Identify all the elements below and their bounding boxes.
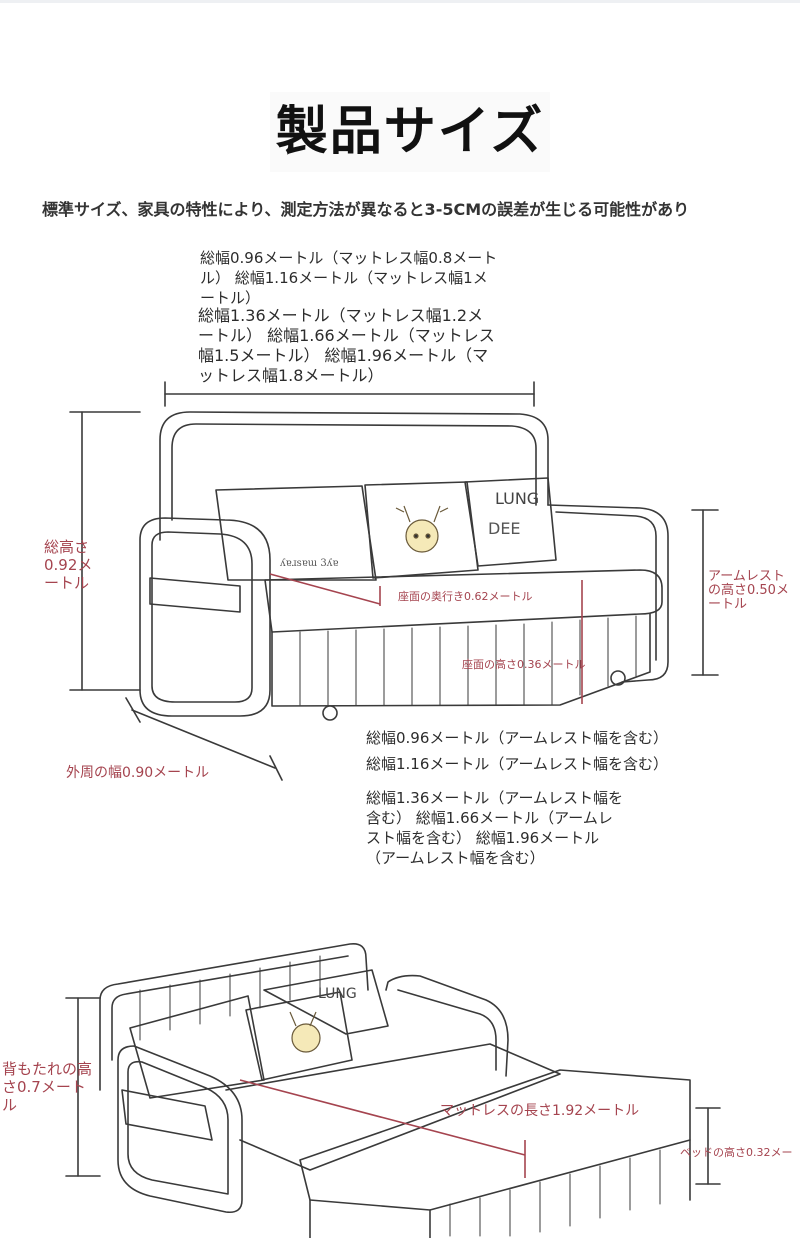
seat-depth-label: 座面の奥行き0.62メートル [398,590,533,603]
bed-height-label: ベッドの高さ0.32メー [680,1146,793,1159]
pillow2-lung-text: LUNG [318,986,357,1002]
mattress-length-label: マットレスの長さ1.92メートル [440,1103,640,1119]
mattress-length-line [239,1079,526,1156]
pillow-script-text: ʎɐɹsɐɯ 3ʎɐ [279,558,338,569]
seat-depth-line [269,573,381,605]
seat-height-label: 座面の高さ0.36メートル [462,658,586,671]
backrest-height-label: 背もたれの高さ0.7メートル [2,1060,93,1114]
disclaimer-text: 標準サイズ、家具の特性により、測定方法が異なると3-5CMの誤差が生じる可能性が… [42,200,690,219]
top-divider [0,0,800,3]
deer-pillow2-icon [289,1011,321,1053]
page-title: 製品サイズ [270,92,550,172]
total-height-label: 総高さ0.92メートル [44,538,93,592]
width-spec-mattress-1: 総幅0.96メートル（マットレス幅0.8メートル） 総幅1.16メートル（マット… [200,249,498,307]
outer-width-label: 外周の幅0.90メートル [66,765,210,781]
width-spec-mattress-2: 総幅1.36メートル（マットレス幅1.2メートル） 総幅1.66メートル（マット… [198,306,495,385]
deer-pillow-icon [395,505,449,553]
width-spec-armrest-3: 総幅1.36メートル（アームレスト幅を含む） 総幅1.66メートル（アームレスト… [366,789,624,867]
pillow-lung-text: LUNG [495,489,539,508]
width-spec-armrest-1: 総幅0.96メートル（アームレスト幅を含む） [366,729,669,747]
width-spec-armrest-2: 総幅1.16メートル（アームレスト幅を含む） [366,755,669,773]
pillow-dee-text: DEE [488,519,521,538]
armrest-height-label: アームレストの高さ0.50メートル [708,569,789,612]
